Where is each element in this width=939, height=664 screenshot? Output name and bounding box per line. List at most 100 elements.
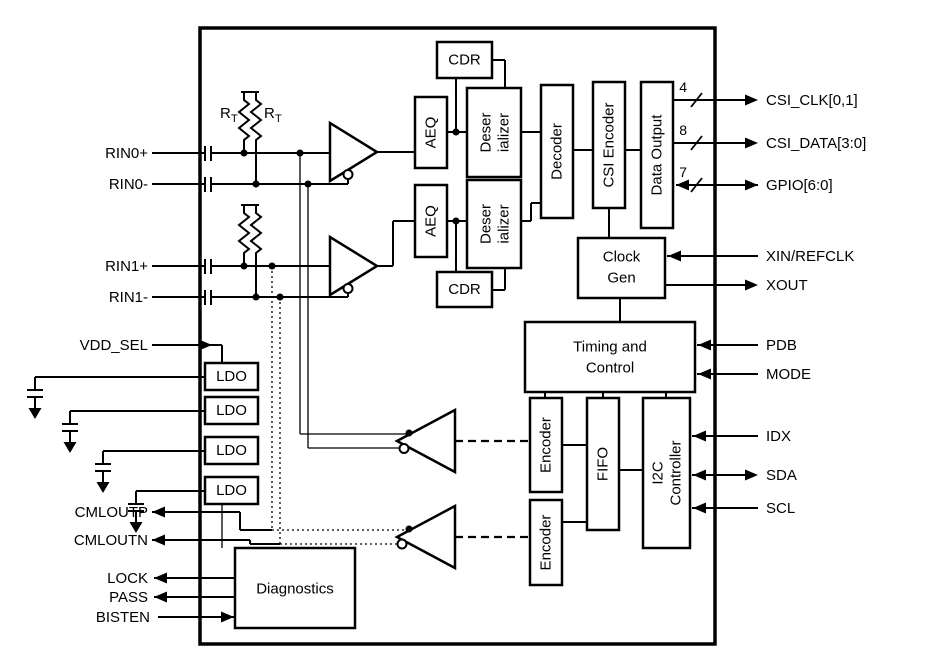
pin-mode: MODE	[766, 366, 811, 383]
ground-icon	[28, 408, 42, 419]
pin-rin1p: RIN1+	[105, 258, 148, 275]
junction-dot	[240, 262, 248, 270]
pin-gpio: GPIO[6:0]	[766, 177, 833, 194]
backchannel-ch0-comp	[307, 184, 400, 449]
block-decoder: Decoder	[539, 83, 575, 220]
block-fifo: FIFO	[585, 396, 621, 532]
cap-icon	[95, 450, 205, 482]
arrow-idx	[693, 430, 706, 442]
blocks: CDR AEQ Deser ializer AEQ Deser ializer …	[203, 40, 697, 630]
rt-label: R	[264, 105, 275, 122]
input-amp0-icon	[328, 120, 380, 184]
block-ldo-2: LDO	[203, 435, 260, 466]
bus-slash-icon	[690, 135, 703, 151]
pin-labels-left: RIN0+ RIN0- RIN1+ RIN1- VDD_SEL CMLOUTP …	[74, 145, 150, 626]
junction-dot	[276, 293, 284, 301]
block-ldo-1: LDO	[203, 395, 260, 426]
ldo-label: LDO	[216, 482, 247, 499]
ground-icon	[63, 442, 77, 453]
block-csi-encoder: CSI Encoder	[591, 80, 627, 210]
rt-resistor-icon	[237, 205, 251, 266]
rin0n-wire-inner	[211, 179, 349, 185]
pin-cmloutp: CMLOUTP	[75, 504, 148, 521]
diagnostics-label: Diagnostics	[256, 581, 334, 598]
cap-icon	[27, 376, 205, 408]
invert-bubble-icon	[342, 283, 354, 294]
arrow-vdd-sel	[199, 339, 212, 351]
chip-outline	[198, 26, 717, 646]
encoder-label: Encoder	[538, 515, 555, 571]
bus-width-csi-clk: 4	[679, 79, 687, 95]
arrow-lock	[154, 572, 167, 584]
junction-dot	[252, 293, 260, 301]
arrow-xin	[668, 250, 681, 262]
rin0n-cap-icon	[204, 177, 212, 192]
arrow-xout	[745, 279, 758, 291]
clock-gen-label-line2: Gen	[607, 270, 635, 287]
i2c-label-line2: Controller	[668, 440, 685, 505]
junction-dot	[452, 217, 460, 225]
ground-icon	[129, 522, 143, 533]
pin-rin1n: RIN1-	[109, 289, 148, 306]
junction-dot	[268, 262, 276, 270]
arrow-csi-data	[745, 137, 758, 149]
block-clock-gen: Clock Gen	[576, 236, 667, 300]
arrow-sda-in	[693, 469, 706, 481]
cdr0-out	[492, 59, 506, 88]
amp1-to-aeq1	[377, 220, 415, 267]
cdr-label: CDR	[448, 281, 481, 298]
block-deserializer-1: Deser ializer	[465, 178, 523, 270]
cdr-label: CDR	[448, 52, 481, 69]
block-ldo-3: LDO	[203, 475, 260, 506]
block-diagnostics: Diagnostics	[233, 546, 357, 630]
junction-dot	[304, 180, 312, 188]
arrow-bisten	[221, 611, 234, 623]
block-data-output: Data Output	[639, 80, 675, 230]
aeq-label: AEQ	[423, 205, 440, 237]
rt-label: R	[220, 105, 231, 122]
termination-network	[237, 91, 263, 297]
timing-label-line2: Control	[586, 360, 634, 377]
junction-dots	[240, 128, 460, 533]
block-cdr-0: CDR	[435, 40, 494, 80]
pin-csi-clk: CSI_CLK[0,1]	[766, 92, 858, 109]
pin-pass: PASS	[109, 589, 148, 606]
timing-label-line1: Timing and	[573, 339, 647, 356]
junction-dot	[296, 149, 304, 157]
pin-bisten: BISTEN	[96, 609, 150, 626]
data-output-label: Data Output	[649, 114, 666, 196]
pin-csi-data: CSI_DATA[3:0]	[766, 135, 866, 152]
pin-idx: IDX	[766, 428, 791, 445]
ground-icon	[96, 482, 110, 493]
block-aeq-0: AEQ	[413, 95, 449, 170]
ldo-label: LDO	[216, 368, 247, 385]
junction-dot	[405, 429, 413, 437]
block-deserializer-0: Deser ializer	[465, 86, 523, 179]
arrow-gpio-in	[676, 179, 689, 191]
block-ldo-0: LDO	[203, 361, 260, 392]
pin-vdd-sel: VDD_SEL	[80, 337, 148, 354]
arrow-gpio-out	[745, 179, 758, 191]
encoder-label: Encoder	[538, 417, 555, 473]
bus-width-csi-data: 8	[679, 122, 687, 138]
pin-pdb: PDB	[766, 337, 797, 354]
aeq-label: AEQ	[423, 117, 440, 149]
pin-rin0n: RIN0-	[109, 176, 148, 193]
rt-resistor-icon	[249, 92, 263, 184]
cap-icon	[128, 490, 205, 522]
arrow-sda-out	[745, 469, 758, 481]
junction-dot	[405, 525, 413, 533]
rt-label-sub: T	[231, 113, 238, 125]
ldo-label: LDO	[216, 402, 247, 419]
arrow-cmloutn	[152, 534, 165, 546]
rin1n-cap-icon	[204, 290, 212, 305]
amplifiers	[328, 120, 457, 571]
arrow-scl	[693, 502, 706, 514]
driver-amp0-icon	[394, 407, 457, 475]
rt-resistor-icon	[249, 205, 263, 297]
block-cdr-1: CDR	[435, 270, 494, 309]
rt-labels: R T R T	[220, 105, 282, 125]
bus-slash-icon	[690, 92, 703, 108]
junction-dot	[240, 149, 248, 157]
clock-gen-label-line1: Clock	[603, 249, 641, 266]
